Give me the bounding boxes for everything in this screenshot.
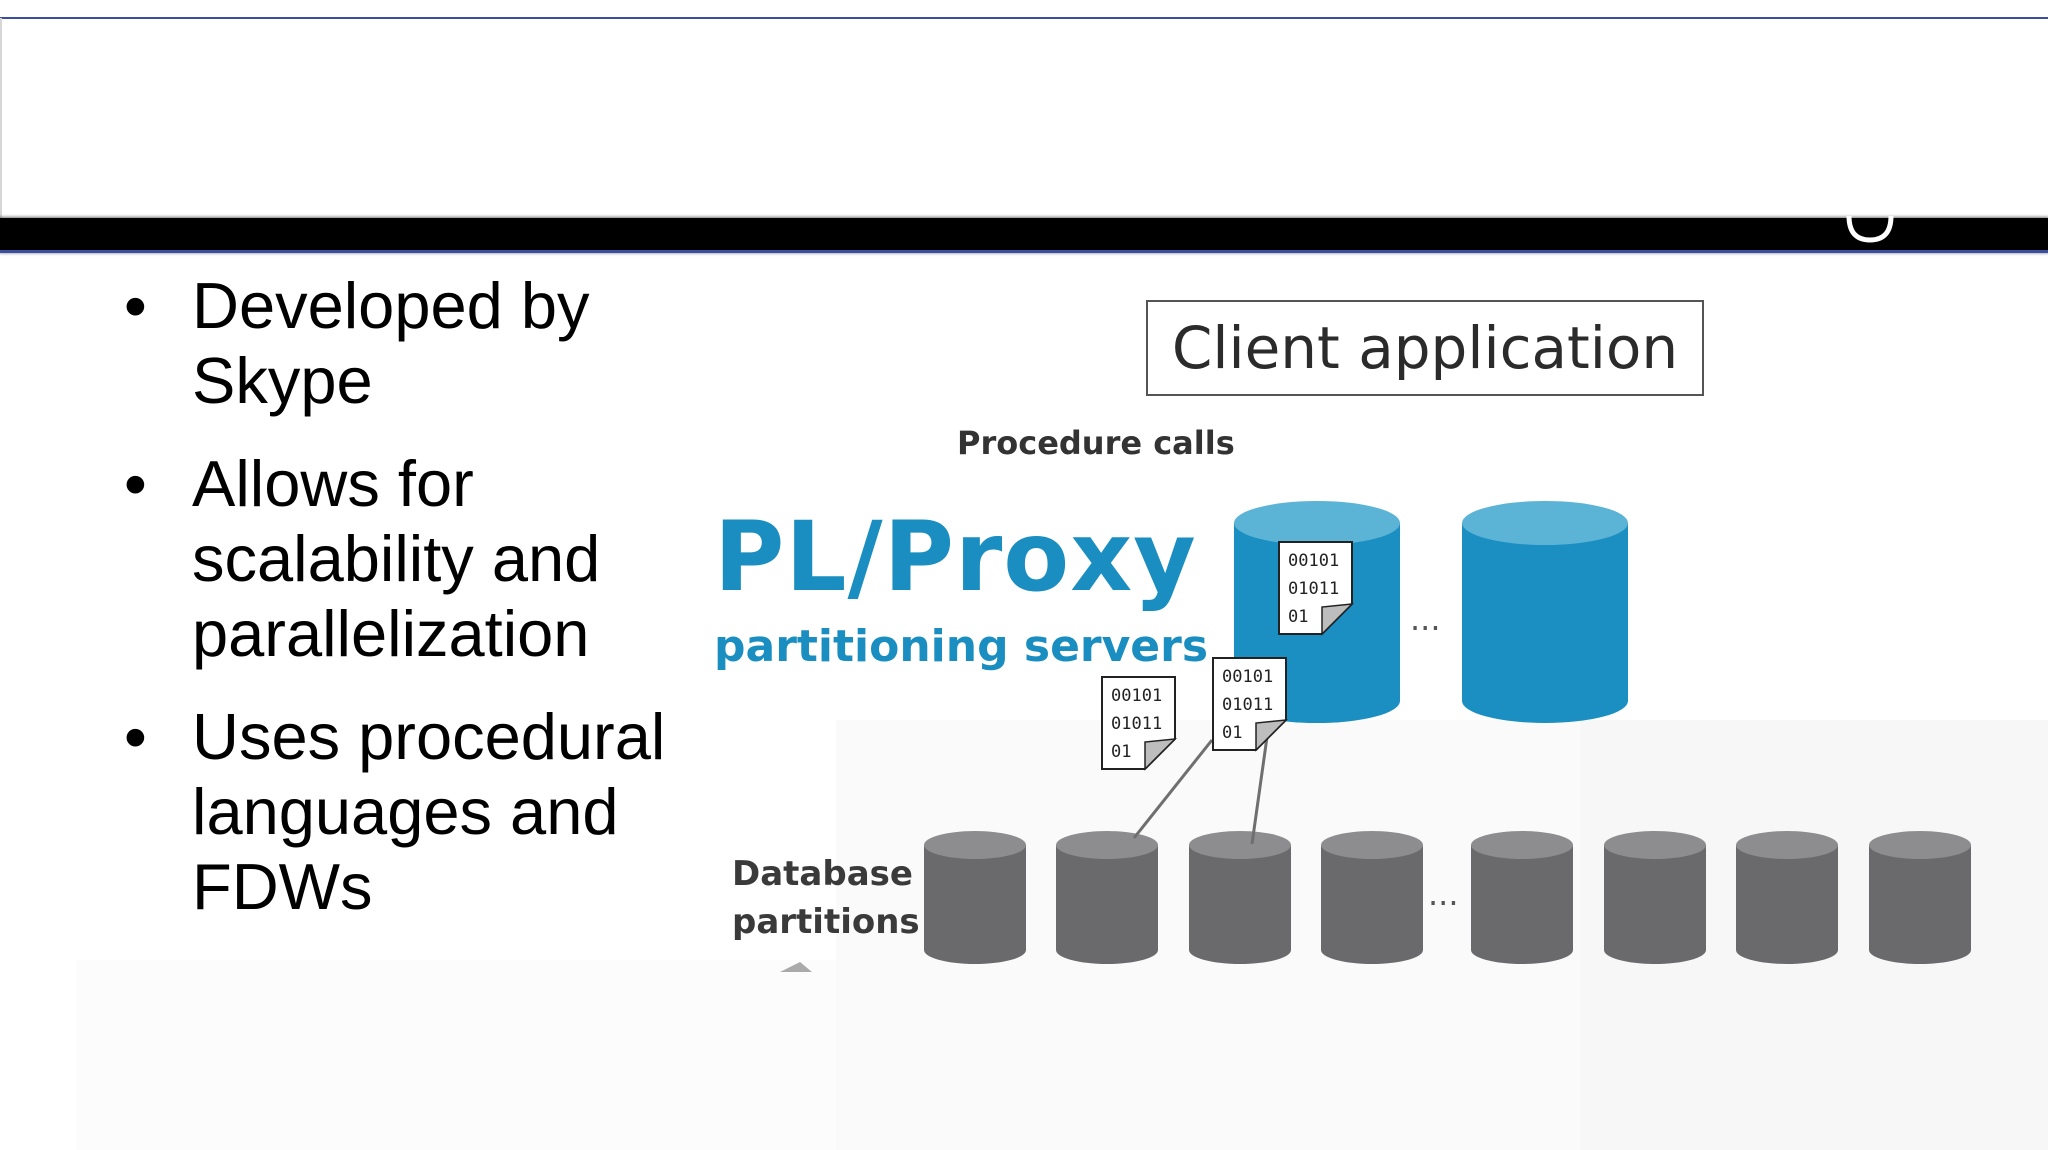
partition-cylinder-icon (1736, 831, 1838, 964)
partition-cylinders (924, 831, 1971, 964)
binary-text: 01 (1111, 742, 1131, 762)
bullet-item: • Uses procedural languages and FDWs (120, 699, 720, 924)
slide-title-bar-underline (0, 250, 2048, 253)
bullet-dot-icon: • (124, 447, 147, 520)
connector-lines (1132, 729, 1270, 845)
binary-text: 00101 (1222, 667, 1273, 687)
partition-cylinder-icon (1604, 831, 1706, 964)
database-partitions-label: Database partitions (732, 854, 920, 942)
arrow-tip-icon (780, 962, 812, 972)
partition-cylinder-icon (1189, 831, 1291, 964)
bullet-item: • Allows for scalability and paralleliza… (120, 446, 720, 671)
pl-proxy-title: PL/Proxy (714, 501, 1197, 613)
binary-documents: 00101 01011 01 00101 01011 01 00101 01011 01 (1101, 541, 1355, 771)
bullet-list: • Developed by Skype • Allows for scalab… (120, 268, 720, 952)
binary-text: 00101 (1288, 551, 1339, 571)
lower-panel (76, 960, 836, 1150)
binary-text: 01 (1288, 607, 1308, 627)
procedure-calls-label: Procedure calls (957, 424, 1235, 462)
partition-cylinder-icon (1471, 831, 1573, 964)
server-cylinder-icon (1462, 501, 1628, 723)
partition-cylinder-icon (1056, 831, 1158, 964)
client-application-box: Client application (1146, 300, 1704, 396)
ellipsis-text: ... (1410, 600, 1441, 638)
binary-document-icon: 00101 01011 01 (1212, 657, 1289, 752)
connector-line (1132, 739, 1214, 839)
slide-title-bar (0, 218, 2048, 252)
binary-document-icon: 00101 01011 01 (1101, 676, 1178, 771)
bullet-dot-icon: • (124, 269, 147, 342)
partition-cylinder-icon (1321, 831, 1423, 964)
binary-text: 00101 (1111, 686, 1162, 706)
bullet-dot-icon: • (124, 700, 147, 773)
bullet-text: Developed by Skype (192, 269, 590, 417)
bullet-text: Allows for scalability and parallelizati… (192, 447, 601, 670)
partition-cylinder-icon (924, 831, 1026, 964)
cut-off-glyph-icon (1846, 215, 1894, 243)
slide-left-rule (0, 18, 2, 228)
partitioning-servers-label: partitioning servers (714, 621, 1209, 672)
binary-text: 01 (1222, 723, 1242, 743)
binary-text: 01011 (1288, 579, 1339, 599)
binary-text: 01011 (1111, 714, 1162, 734)
connector-line (1250, 729, 1270, 845)
ellipsis-marks: ...... (1410, 600, 1459, 913)
bullet-item: • Developed by Skype (120, 268, 720, 418)
slide-top-rule (0, 17, 2048, 19)
partition-cylinder-icon (1869, 831, 1971, 964)
binary-text: 01011 (1222, 695, 1273, 715)
client-application-label: Client application (1171, 314, 1679, 382)
bullet-text: Uses procedural languages and FDWs (192, 700, 666, 923)
ellipsis-text: ... (1428, 875, 1459, 913)
binary-document-icon: 00101 01011 01 (1278, 541, 1355, 636)
